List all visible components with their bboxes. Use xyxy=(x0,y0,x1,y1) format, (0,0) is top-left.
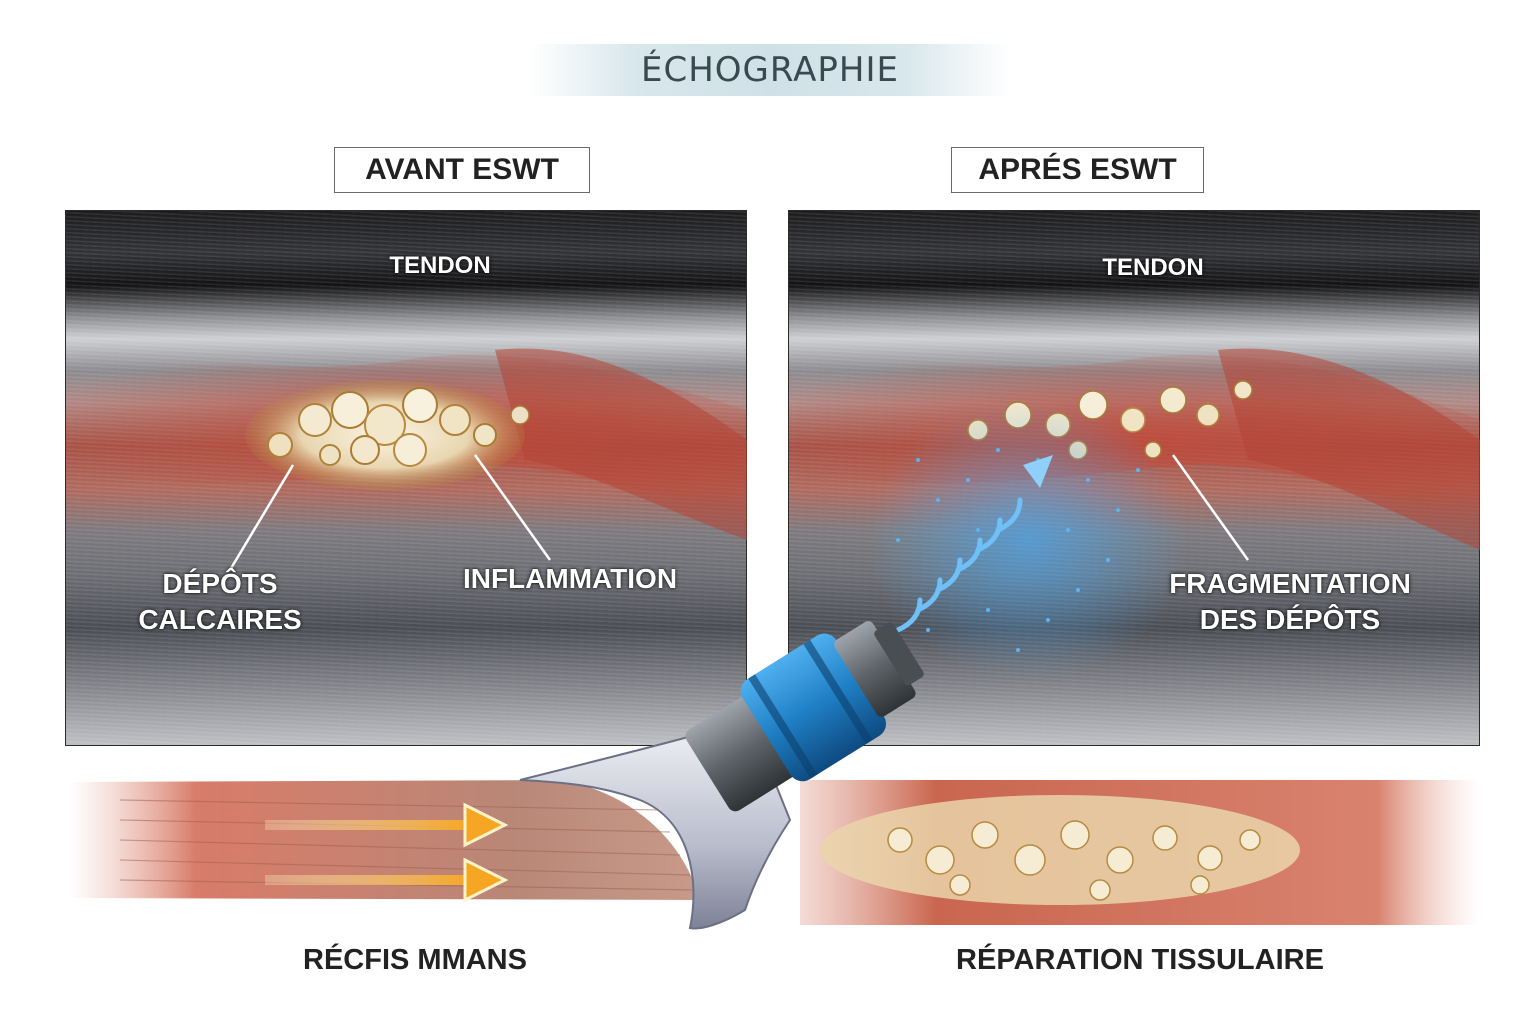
fragmentation-leader-line xyxy=(1171,454,1250,561)
shockwave-arrowhead xyxy=(1023,455,1053,488)
fragmentation-callout: FRAGMENTATION DES DÉPÔTS xyxy=(1150,566,1430,638)
tendon-label-before: TENDON xyxy=(389,252,491,279)
tissue-strip-right xyxy=(800,780,1480,925)
bottom-left-label: RÉCFIS MMANS xyxy=(303,944,527,976)
shockwave-particles xyxy=(896,448,1140,652)
bottom-right-label: RÉPARATION TISSULAIRE xyxy=(956,944,1324,976)
page-title: ÉCHOGRAPHIE xyxy=(641,50,899,90)
ultrasound-before-panel xyxy=(65,210,747,746)
after-eswt-tag: APRÉS ESWT xyxy=(951,147,1204,193)
shockwave-icon xyxy=(895,497,1023,633)
eswt-applicator-icon xyxy=(519,621,924,930)
title-band xyxy=(530,44,1010,96)
flow-arrow-icon xyxy=(265,802,509,903)
tissue-strip-left xyxy=(70,780,700,900)
tendon-label-after: TENDON xyxy=(1102,254,1204,281)
deposits-callout: DÉPÔTS CALCAIRES xyxy=(120,566,320,638)
fragmentation-callout-line1: FRAGMENTATION xyxy=(1169,568,1411,599)
shockwave-glow xyxy=(868,400,1188,680)
deposits-callout-line1: DÉPÔTS xyxy=(162,568,278,599)
before-eswt-tag: AVANT ESWT xyxy=(334,147,590,193)
inflammation-callout: INFLAMMATION xyxy=(462,563,678,594)
ultrasound-after-illustration xyxy=(788,348,1480,680)
ultrasound-before-illustration xyxy=(65,348,747,571)
inflammation-leader-line xyxy=(473,454,552,561)
fragmentation-callout-line2: DES DÉPÔTS xyxy=(1199,604,1381,635)
deposits-callout-line2: CALCAIRES xyxy=(138,604,302,635)
deposits-leader-line xyxy=(228,464,295,571)
calcium-deposit xyxy=(245,380,530,490)
